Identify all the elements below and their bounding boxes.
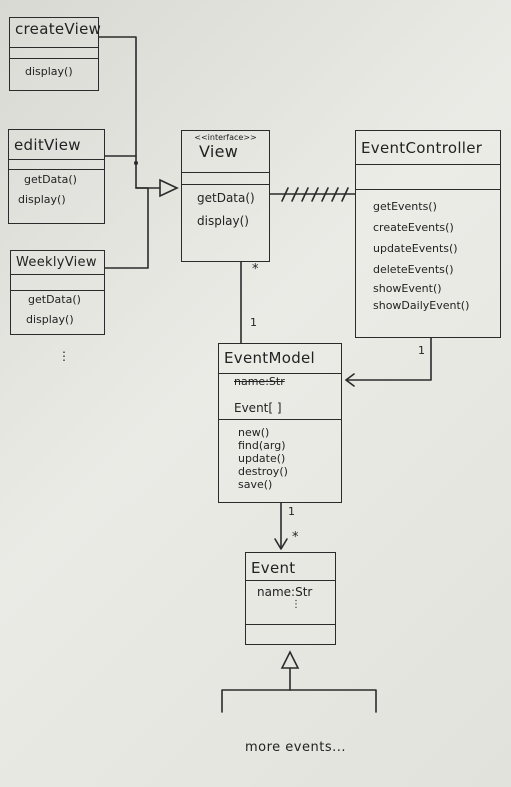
- attributes-section: name:Str ⋮: [246, 581, 335, 625]
- class-name: EventModel: [219, 344, 341, 374]
- attributes-section: [356, 165, 500, 190]
- multiplicity-controller-model: 1: [418, 344, 425, 357]
- multiplicity-view-end: *: [252, 262, 259, 277]
- more-events-note: more events...: [245, 740, 347, 755]
- stereotype: <<interface>>: [194, 133, 257, 142]
- methods-section: getData() display(): [11, 291, 104, 329]
- attributes-section: [182, 173, 269, 185]
- controller-model-arrowhead: [345, 373, 355, 387]
- method: display(): [18, 193, 66, 206]
- class-WeeklyView: WeeklyView getData() display(): [10, 250, 105, 335]
- association-scribble: [281, 187, 349, 202]
- method: getData(): [197, 191, 255, 205]
- realization-weeklyView-line: [104, 187, 149, 269]
- class-name: Event: [246, 553, 335, 581]
- multiplicity-event-end: *: [292, 530, 299, 545]
- model-event-arrowhead: [274, 538, 288, 550]
- method: find(arg): [238, 439, 286, 452]
- methods-section: getData() display(): [9, 170, 104, 209]
- methods-section: [246, 625, 335, 629]
- methods-section: display(): [10, 59, 98, 81]
- attribute: Event[ ]: [234, 401, 282, 415]
- class-editView: editView getData() display(): [8, 129, 105, 224]
- method: display(): [197, 214, 249, 228]
- method: new(): [238, 426, 270, 439]
- class-name: createView: [10, 18, 101, 48]
- class-EventModel: EventModel name:Str Event[ ] new() find(…: [218, 343, 342, 503]
- method: createEvents(): [373, 221, 454, 234]
- inheritance-arrowhead: [280, 650, 300, 669]
- class-createView: createView display(): [9, 17, 101, 91]
- class-EventController: EventController getEvents() createEvents…: [355, 130, 501, 338]
- class-name: editView: [9, 130, 104, 160]
- method: display(): [25, 65, 73, 78]
- class-header: <<interface>> View: [182, 131, 269, 173]
- attributes-section: [9, 160, 104, 170]
- attribute: name:Str: [257, 585, 313, 599]
- multiplicity-model-end-to-event: 1: [288, 505, 295, 518]
- class-name: EventController: [356, 131, 500, 165]
- class-Event: Event name:Str ⋮: [245, 552, 336, 645]
- method: save(): [238, 478, 273, 491]
- class-View-interface: <<interface>> View getData() display(): [181, 130, 270, 262]
- method: display(): [26, 313, 74, 326]
- method: getEvents(): [373, 200, 437, 213]
- method: showDailyEvent(): [373, 299, 470, 312]
- multiplicity-model-end-from-view: 1: [250, 316, 257, 329]
- realization-arrowhead: [159, 178, 179, 198]
- methods-section: getData() display(): [182, 185, 269, 230]
- controller-model-association: [345, 337, 432, 381]
- struck-attribute: name:Str: [234, 375, 285, 388]
- method: getData(): [28, 293, 81, 306]
- attribute-ellipsis: ⋮: [291, 599, 301, 610]
- subclass-bracket: [221, 689, 377, 713]
- attributes-section: [11, 275, 104, 291]
- method: getData(): [24, 173, 77, 186]
- methods-section: getEvents() createEvents() updateEvents(…: [356, 190, 500, 315]
- junction-dot: [134, 161, 138, 165]
- method: destroy(): [238, 465, 288, 478]
- more-views-ellipsis: ⋮: [58, 349, 70, 363]
- method: update(): [238, 452, 286, 465]
- realization-createView-line: [98, 36, 161, 189]
- class-name: View: [199, 142, 239, 161]
- attributes-section: [10, 48, 98, 59]
- method: deleteEvents(): [373, 263, 454, 276]
- methods-section: new() find(arg) update() destroy() save(…: [219, 420, 341, 493]
- method: updateEvents(): [373, 242, 458, 255]
- class-name: WeeklyView: [11, 251, 104, 275]
- method: showEvent(): [373, 282, 442, 295]
- attributes-section: name:Str Event[ ]: [219, 374, 341, 420]
